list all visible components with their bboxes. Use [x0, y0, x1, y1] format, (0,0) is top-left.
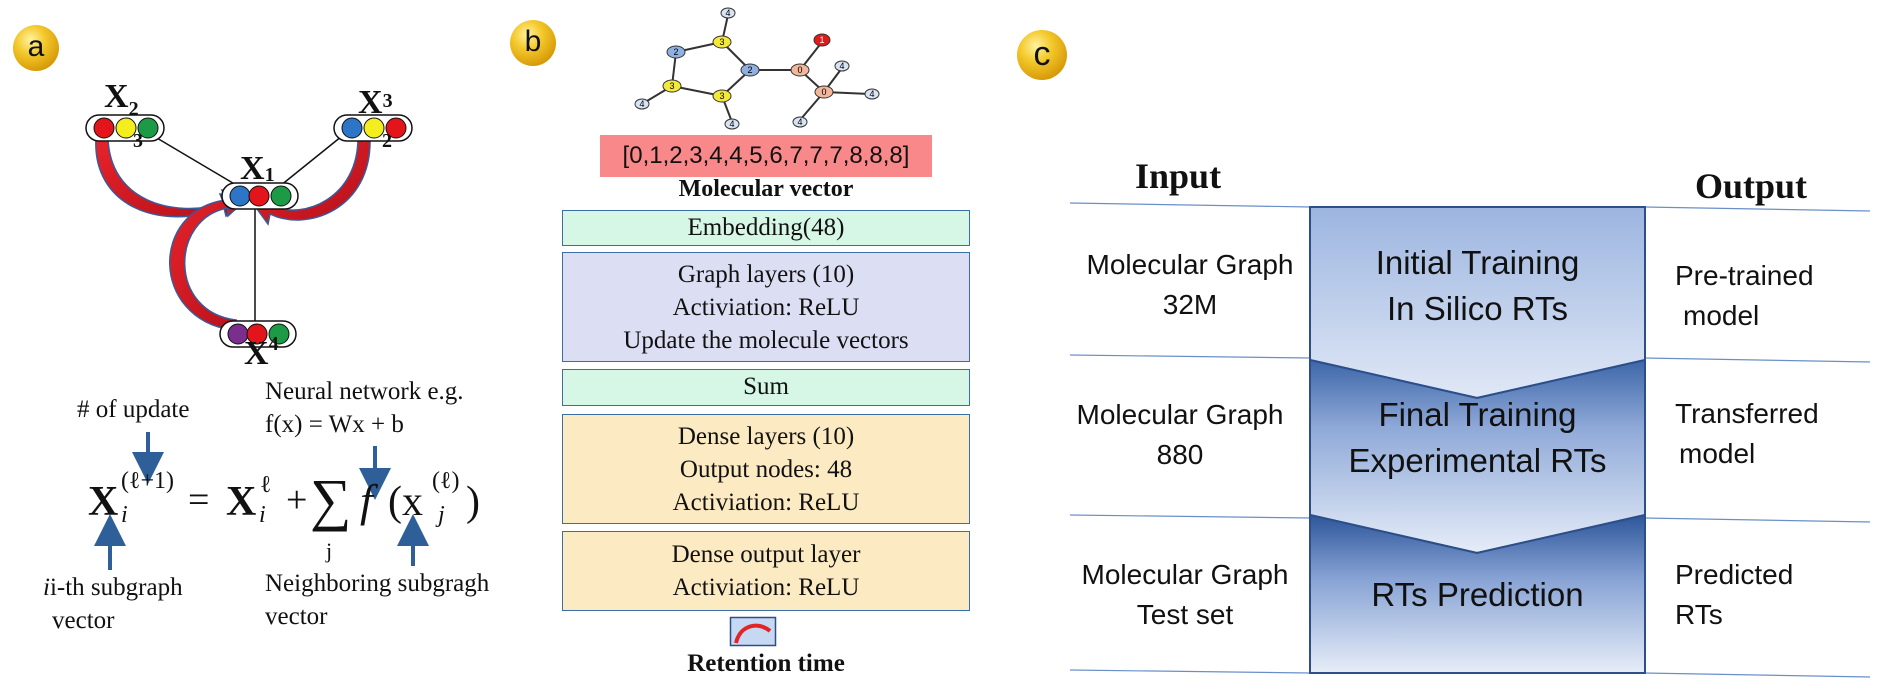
- svg-text:4: 4: [869, 89, 874, 99]
- svg-text:2: 2: [673, 47, 678, 57]
- node-label-x4: X4: [244, 332, 279, 372]
- molecular-vector: [0,1,2,3,4,4,5,6,7,7,7,8,8,8]: [600, 135, 932, 177]
- svg-text:3: 3: [719, 91, 724, 101]
- update-equation: X i (ℓ+1) = X i ℓ + ∑ j f (x j (ℓ) ): [88, 467, 480, 563]
- neural-network-label: Neural network e.g.: [265, 378, 464, 405]
- node-label-x3: X3: [358, 84, 393, 121]
- subgraph-x3: [333, 114, 413, 142]
- neighbor-subgraph-label-2: vector: [265, 603, 328, 630]
- ith-subgraph-label: ii-th subgraph: [43, 574, 183, 601]
- layer-dense: Dense layers (10) Output nodes: 48 Activ…: [562, 414, 970, 524]
- molecule-graph: 4 2 3 3 4 2 3 0 0 1 4 4 4 4: [634, 7, 880, 130]
- svg-text:4: 4: [839, 61, 844, 71]
- neighbor-subgraph-label: Neighboring subgragh: [265, 570, 490, 597]
- svg-text:0: 0: [797, 65, 802, 75]
- input-header: Input: [1135, 156, 1222, 196]
- svg-text:4: 4: [639, 99, 644, 109]
- annotation-arrows: [94, 432, 429, 570]
- ith-subgraph-label-2: vector: [52, 607, 115, 634]
- svg-text:4: 4: [729, 119, 734, 129]
- svg-text:1: 1: [819, 35, 824, 45]
- arrow-x2-to-x1: [95, 137, 248, 218]
- update-count-label: # of update: [77, 396, 190, 423]
- subgraph-x4: [219, 320, 297, 348]
- small-digit-2: 2: [382, 130, 392, 152]
- svg-text:3: 3: [669, 81, 674, 91]
- node-label-x1: X1: [240, 150, 275, 187]
- node-label-x2: X2: [104, 78, 139, 120]
- subgraph-diagram: [85, 114, 413, 348]
- ith-subgraph-text: i-th subgraph: [49, 574, 183, 601]
- panel-b-badge: b: [510, 20, 556, 66]
- layer-graph: Graph layers (10) Activiation: ReLU Upda…: [562, 252, 970, 362]
- subgraph-x1: [221, 182, 299, 210]
- svg-text:4: 4: [797, 117, 802, 127]
- mol-atom-1: 4: [725, 8, 730, 18]
- layer-sum: Sum: [562, 369, 970, 406]
- svg-text:0: 0: [821, 87, 826, 97]
- panel-c-badge: c: [1017, 30, 1067, 80]
- small-digit-3: 3: [133, 130, 143, 152]
- output-header: Output: [1695, 166, 1808, 206]
- retention-time-icon: [729, 616, 777, 647]
- svg-text:3: 3: [719, 37, 724, 47]
- molecular-vector-label: Molecular vector: [678, 176, 854, 202]
- layer-embedding: Embedding(48): [562, 210, 970, 246]
- panel-a-badge: a: [13, 25, 59, 71]
- subgraph-x2: [85, 114, 165, 142]
- row3-stage: RTs Prediction: [1371, 576, 1584, 613]
- layer-dense-output: Dense output layer Activiation: ReLU: [562, 531, 970, 611]
- retention-time-label: Retention time: [687, 650, 845, 677]
- neural-network-formula: f(x) = Wx + b: [265, 411, 404, 438]
- stage-rts-prediction: [1309, 513, 1646, 674]
- svg-text:2: 2: [747, 65, 752, 75]
